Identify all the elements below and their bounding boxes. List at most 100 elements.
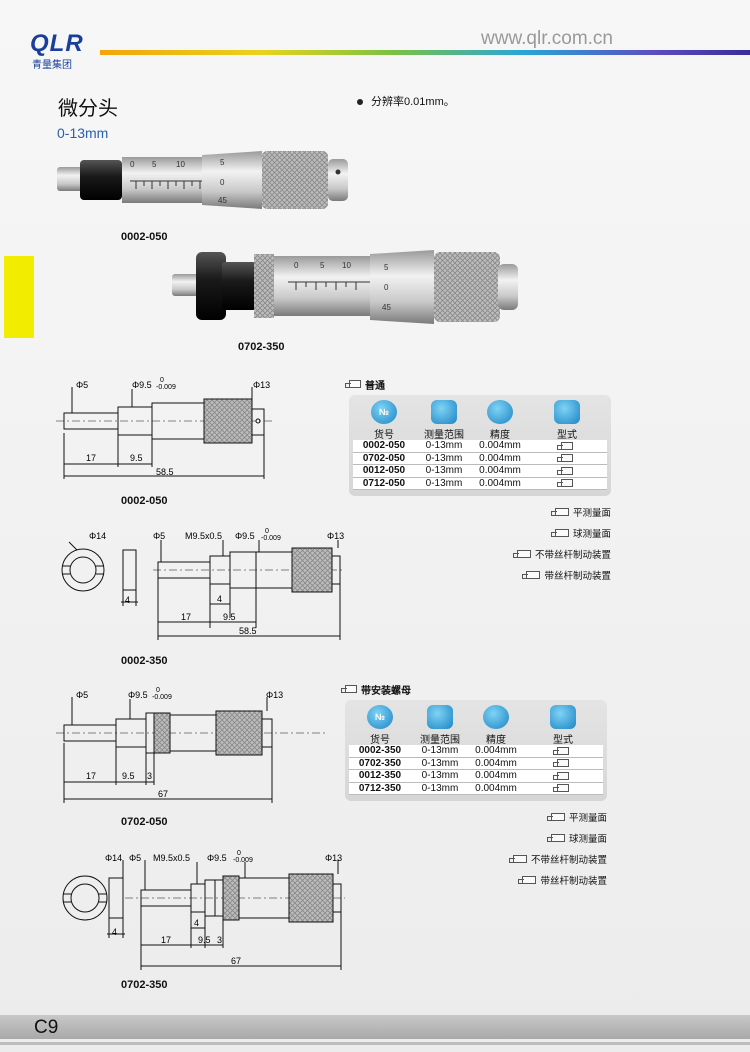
no-lock-icon: [508, 855, 527, 863]
dim-label: Φ13: [253, 380, 270, 390]
flat-face-icon: [550, 508, 569, 516]
table-row: 0002-350 0-13mm 0.004mm: [349, 745, 603, 758]
drawing-label: 0002-050: [121, 495, 168, 507]
accuracy-cell: 0.004mm: [479, 477, 521, 489]
thimble-scale-label: 5: [220, 158, 225, 167]
dial-icon: [487, 400, 513, 424]
item-number: 0002-050: [362, 440, 406, 452]
dim-label: Φ14: [105, 853, 122, 863]
technical-drawing-0702-350: Φ14 Φ5 M9.5x0.5 Φ9.5 0 -0.009 Φ13 4 4 17…: [62, 850, 345, 970]
dim-label: 9.5: [223, 612, 236, 622]
footer-bar: [0, 1015, 750, 1039]
type-cell: [523, 770, 603, 781]
accuracy-cell: 0.004mm: [475, 745, 517, 757]
lock-icon: [522, 571, 541, 579]
dim-tolerance: -0.009: [156, 384, 176, 391]
thimble-scale-label: 45: [218, 196, 227, 205]
standard-type-icon: [345, 380, 361, 388]
lock-icon: [518, 876, 537, 884]
thimble-scale-label: 5: [384, 263, 389, 272]
item-number: 0702-350: [358, 757, 402, 769]
range-cell: 0-13mm: [425, 465, 463, 477]
feature-note: 分辨率0.01mm。: [357, 93, 455, 109]
dim-label: 17: [86, 453, 96, 463]
dim-tolerance: -0.009: [233, 857, 253, 864]
dim-label: 17: [161, 935, 171, 945]
sleeve-scale-label: 10: [342, 261, 351, 270]
legend-item: 带丝杆制动装置: [345, 872, 607, 888]
sleeve-scale-label: 0: [130, 160, 135, 169]
photo-label: 0002-050: [121, 231, 168, 243]
ball-face-icon: [557, 479, 573, 488]
type-cell: [523, 783, 603, 794]
drawing-label: 0002-350: [121, 655, 168, 667]
range-cell: 0-13mm: [421, 745, 459, 757]
dim-label: Φ13: [327, 531, 344, 541]
legend-text: 球测量面: [568, 834, 607, 845]
item-number: 0702-050: [362, 452, 406, 464]
micrometer-head-photo-0702-350: 0 5 10 5 0 45: [172, 250, 518, 324]
dim-label: Φ13: [325, 853, 342, 863]
ball-face-icon: [546, 834, 565, 842]
legend-item: 不带丝杆制动装置: [345, 851, 607, 867]
sleeve-scale-label: 5: [152, 160, 157, 169]
dim-label: Φ9.5: [207, 853, 227, 863]
type-icon: [554, 400, 580, 424]
sleeve-scale-label: 10: [176, 160, 185, 169]
dim-label: M9.5x0.5: [153, 853, 190, 863]
site-url[interactable]: www.qlr.com.cn: [481, 28, 613, 49]
accuracy-cell: 0.004mm: [475, 782, 517, 794]
flat-face-icon: [546, 813, 565, 821]
table-row: 0712-350 0-13mm 0.004mm: [349, 782, 603, 795]
ball-face-icon: [553, 784, 569, 793]
col-header: 型式: [553, 734, 573, 746]
spec-caption: 普通: [345, 377, 611, 392]
col-header: 型式: [557, 429, 577, 441]
accuracy-cell: 0.004mm: [479, 465, 521, 477]
range-cell: 0-13mm: [425, 452, 463, 464]
dim-label: 4: [125, 595, 130, 605]
thimble-scale-label: 0: [220, 178, 225, 187]
nut-type-icon: [341, 685, 357, 693]
dim-label: Φ5: [76, 380, 88, 390]
dim-label: 3: [217, 935, 222, 945]
no-lock-icon: [512, 550, 531, 558]
legend-text: 不带丝杆制动装置: [534, 550, 611, 561]
dim-label: Φ5: [153, 531, 165, 541]
dim-tolerance: 0: [156, 687, 160, 694]
dim-label: 9.5: [130, 453, 143, 463]
col-header: 货号: [370, 734, 390, 746]
type-cell: [527, 453, 607, 464]
ball-face-icon: [553, 759, 569, 768]
dim-label: 67: [158, 789, 168, 799]
dim-label: 4: [112, 927, 117, 937]
table-row: 0702-050 0-13mm 0.004mm: [353, 452, 607, 465]
brand-logo: QLR: [30, 30, 84, 57]
scale-icon: [427, 705, 453, 729]
legend-text: 平测量面: [568, 813, 607, 824]
table-row: 0702-350 0-13mm 0.004mm: [349, 757, 603, 770]
legend-item: 球测量面: [349, 525, 611, 541]
dim-label: M9.5x0.5: [185, 531, 222, 541]
drawing-label: 0702-350: [121, 979, 168, 991]
spec-table-standard: 普通 № 货号 测量范围 精度 型式 0002-050 0-13mm 0.004…: [345, 377, 611, 583]
thimble-scale-label: 45: [382, 303, 391, 312]
section-side-tab: [4, 256, 34, 338]
dim-label: 67: [231, 956, 241, 966]
dim-tolerance: 0: [237, 850, 241, 857]
type-cell: [527, 478, 607, 489]
item-number: 0712-350: [358, 782, 402, 794]
page-title: 微分头: [58, 98, 118, 120]
dim-label: 58.5: [239, 626, 257, 636]
dim-label: Φ13: [266, 690, 283, 700]
dim-label: Φ14: [89, 531, 106, 541]
item-number: 0012-350: [358, 770, 402, 782]
thimble-scale-label: 0: [384, 283, 389, 292]
page-number: C9: [34, 1017, 59, 1038]
legend-text: 平测量面: [572, 508, 611, 519]
table-row: 0012-050 0-13mm 0.004mm: [353, 465, 607, 478]
col-header: 精度: [486, 734, 506, 746]
range-cell: 0-13mm: [421, 770, 459, 782]
flat-face-icon: [557, 441, 573, 450]
range-cell: 0-13mm: [421, 782, 459, 794]
